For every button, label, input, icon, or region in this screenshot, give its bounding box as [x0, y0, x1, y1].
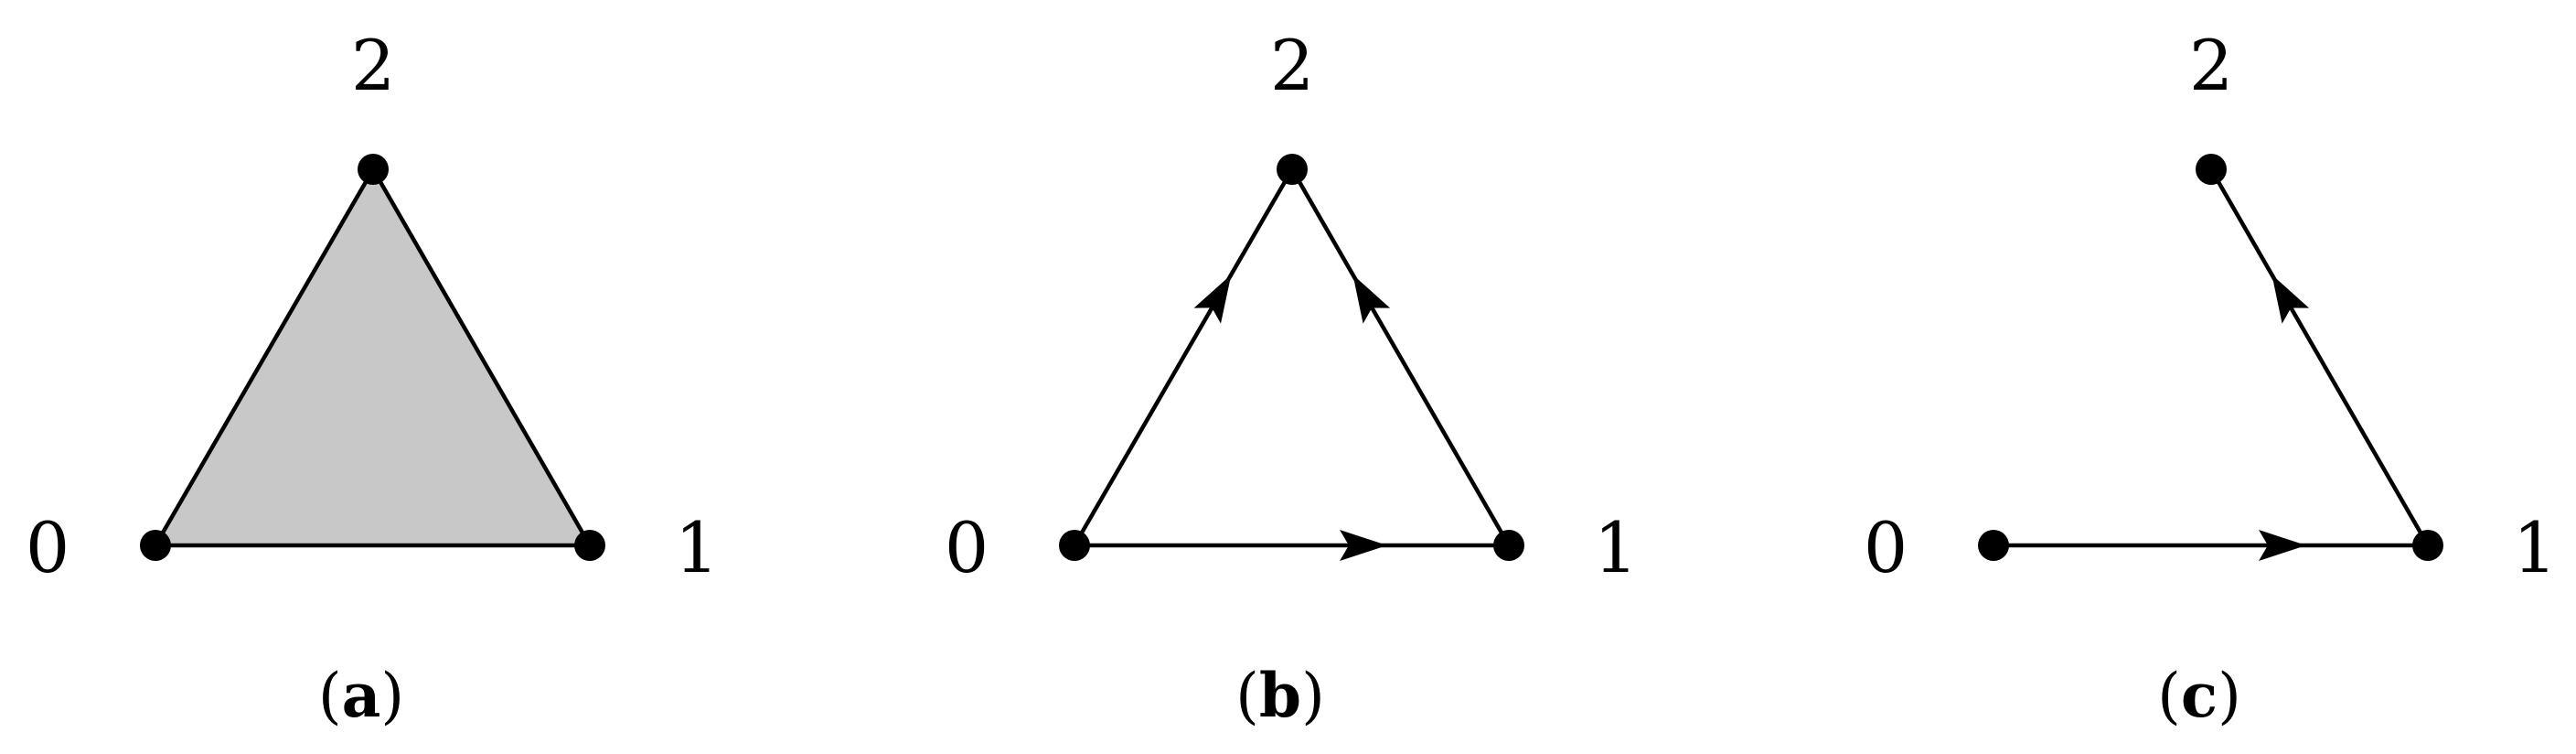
vertex-0 — [1978, 530, 2009, 561]
edge-0-2 — [1073, 167, 1294, 547]
arrow-0-to-1 — [1340, 530, 1387, 561]
vertex-label-2: 2 — [1270, 25, 1314, 106]
vertex-label-2: 2 — [351, 25, 395, 106]
vertex-1 — [2412, 530, 2443, 561]
shaded-triangle — [155, 169, 590, 545]
vertex-2 — [358, 154, 389, 185]
caption-letter: b — [1259, 660, 1301, 731]
vertex-label-1: 1 — [2513, 507, 2557, 588]
caption-letter: a — [342, 660, 381, 731]
panel-b: 0 1 2 (b) — [945, 25, 1638, 731]
panel-caption-a: (a) — [318, 660, 404, 731]
arrow-1-to-2 — [1352, 275, 1391, 324]
edge-1-2 — [371, 167, 592, 547]
vertex-2 — [2196, 154, 2227, 185]
caption-open: ( — [1235, 661, 1259, 731]
vertex-label-2: 2 — [2189, 25, 2233, 106]
caption-close: ) — [380, 661, 404, 731]
panel-caption-c: (c) — [2157, 660, 2241, 731]
vertex-2 — [1277, 154, 1308, 185]
edge-1-2 — [2209, 167, 2430, 547]
vertex-label-1: 1 — [675, 507, 719, 588]
panel-a: 0 1 2 (a) — [26, 25, 719, 731]
panel-c: 0 1 2 (c) — [1864, 25, 2557, 731]
vertex-label-0: 0 — [1864, 507, 1908, 588]
arrow-0-to-2 — [1193, 275, 1232, 324]
caption-open: ( — [2157, 661, 2181, 731]
vertex-0 — [140, 530, 171, 561]
vertex-0 — [1059, 530, 1090, 561]
vertex-1 — [1493, 530, 1524, 561]
edge-0-2 — [154, 167, 375, 547]
vertex-label-1: 1 — [1594, 507, 1638, 588]
vertex-label-0: 0 — [945, 507, 989, 588]
vertex-1 — [574, 530, 605, 561]
panel-caption-b: (b) — [1235, 660, 1325, 731]
arrow-1-to-2 — [2271, 275, 2310, 324]
arrow-0-to-1 — [2259, 530, 2306, 561]
caption-open: ( — [318, 661, 342, 731]
edge-1-2 — [1290, 167, 1511, 547]
vertex-label-0: 0 — [26, 507, 69, 588]
caption-close: ) — [2218, 661, 2241, 731]
caption-letter: c — [2181, 660, 2218, 731]
caption-close: ) — [1301, 661, 1325, 731]
